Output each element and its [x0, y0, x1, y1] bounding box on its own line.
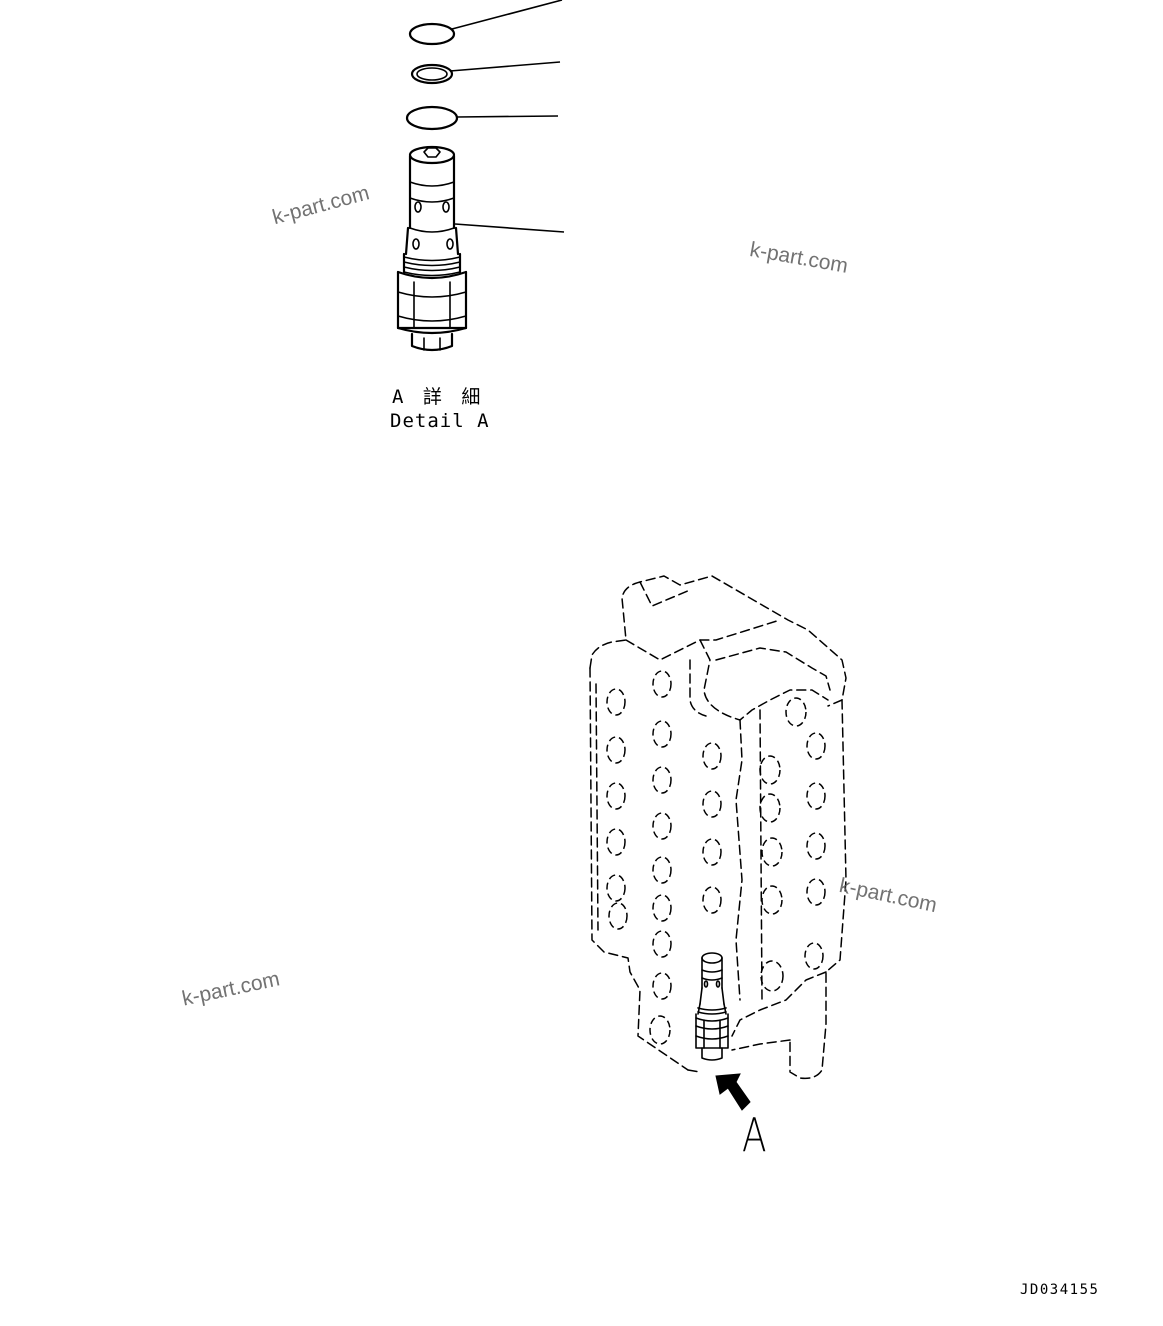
- view-arrow-label: A: [742, 1108, 767, 1162]
- backup-ring: [410, 63, 454, 85]
- port-column-2: [652, 670, 672, 1000]
- port-column-1: [606, 688, 671, 1045]
- leader-line-relief-valve: [454, 223, 565, 233]
- o-ring-top: [408, 22, 456, 46]
- detail-label-english: Detail A: [390, 410, 490, 432]
- detail-label-japanese: A 詳 細: [392, 386, 485, 408]
- view-arrow: [715, 1073, 751, 1111]
- relief-valve-cartridge: [396, 145, 468, 352]
- installed-relief-valve: [695, 952, 729, 1061]
- port-column-4: [759, 755, 784, 992]
- drawing-number: JD034155: [1020, 1282, 1100, 1298]
- leader-line-backup-ring: [449, 61, 561, 72]
- detail-a-exploded-view: [396, 0, 565, 352]
- leader-line-o-ring-top: [451, 0, 563, 30]
- leader-line-o-ring-bottom: [456, 115, 559, 118]
- control-valve-block: [589, 575, 847, 1111]
- o-ring-bottom: [405, 105, 459, 131]
- port-column-5: [785, 697, 826, 970]
- port-column-3: [702, 742, 722, 914]
